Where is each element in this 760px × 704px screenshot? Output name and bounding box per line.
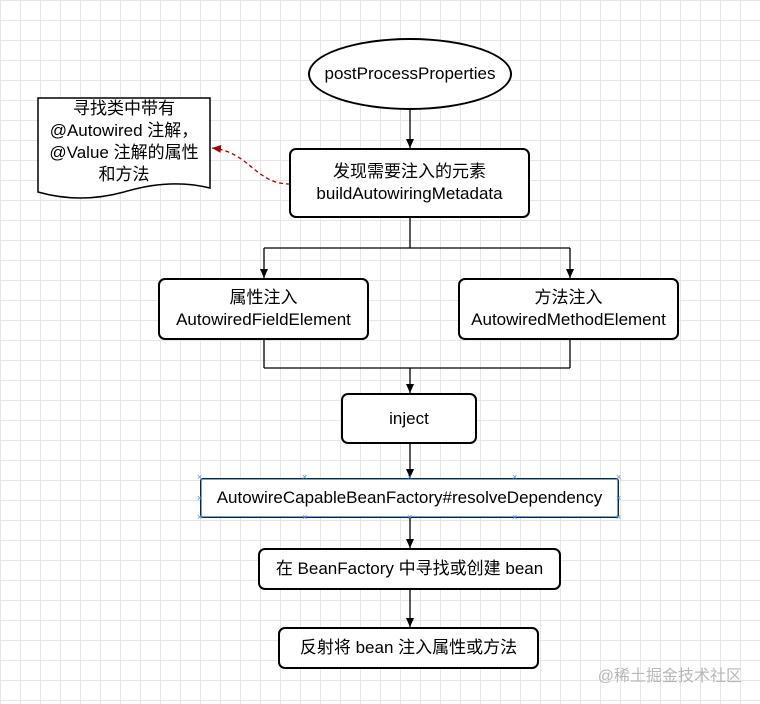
field-injection-label-en: AutowiredFieldElement bbox=[176, 310, 351, 329]
watermark: @稀土掘金技术社区 bbox=[597, 668, 742, 685]
field-injection-node[interactable]: 属性注入 AutowiredFieldElement bbox=[158, 278, 369, 340]
selection-handle-icon[interactable]: × bbox=[616, 493, 622, 503]
selection-handle-icon[interactable]: × bbox=[197, 472, 203, 482]
note-line-3: @Value 注解的属性 bbox=[49, 143, 199, 162]
note-line-2: @Autowired 注解， bbox=[49, 121, 199, 140]
reflect-inject-node[interactable]: 反射将 bean 注入属性或方法 bbox=[278, 627, 539, 669]
note-line-4: 和方法 bbox=[98, 165, 150, 184]
note-shape bbox=[37, 97, 211, 199]
inject-label: inject bbox=[389, 408, 429, 428]
discover-elements-label-cn: 发现需要注入的元素 bbox=[333, 162, 486, 181]
method-injection-node[interactable]: 方法注入 AutowiredMethodElement bbox=[458, 278, 679, 340]
reflect-inject-label: 反射将 bean 注入属性或方法 bbox=[299, 638, 518, 657]
find-or-create-bean-label: 在 BeanFactory 中寻找或创建 bean bbox=[275, 559, 544, 578]
selection-handle-icon[interactable]: × bbox=[616, 472, 622, 482]
resolve-dependency-label: AutowireCapableBeanFactory#resolveDepend… bbox=[216, 488, 603, 507]
discover-elements-label-en: buildAutowiringMetadata bbox=[316, 184, 503, 203]
method-injection-label-en: AutowiredMethodElement bbox=[471, 310, 666, 329]
start-node[interactable]: postProcessProperties bbox=[308, 38, 512, 110]
selection-handle-icon[interactable]: × bbox=[512, 512, 518, 522]
selection-handle-icon[interactable]: × bbox=[512, 472, 518, 482]
selection-handle-icon[interactable]: × bbox=[407, 512, 413, 522]
selection-handle-icon[interactable]: × bbox=[302, 472, 308, 482]
selection-handle-icon[interactable]: × bbox=[302, 512, 308, 522]
annotation-arrow bbox=[211, 144, 291, 185]
find-or-create-bean-node[interactable]: 在 BeanFactory 中寻找或创建 bean bbox=[258, 548, 561, 590]
selection-handle-icon[interactable]: × bbox=[197, 493, 203, 503]
selection-handle-icon[interactable]: × bbox=[407, 472, 413, 482]
note-text: 寻找类中带有 @Autowired 注解， @Value 注解的属性 和方法 bbox=[38, 98, 210, 186]
field-injection-label-cn: 属性注入 bbox=[229, 288, 298, 307]
method-injection-label-cn: 方法注入 bbox=[534, 288, 603, 307]
inject-node[interactable]: inject bbox=[341, 393, 477, 444]
start-node-label: postProcessProperties bbox=[324, 64, 496, 83]
selection-handle-icon[interactable]: × bbox=[197, 512, 203, 522]
discover-elements-node[interactable]: 发现需要注入的元素 buildAutowiringMetadata bbox=[289, 148, 530, 218]
note-line-1: 寻找类中带有 bbox=[73, 99, 175, 118]
resolve-dependency-node[interactable]: AutowireCapableBeanFactory#resolveDepend… bbox=[200, 478, 619, 518]
selection-handle-icon[interactable]: × bbox=[616, 512, 622, 522]
